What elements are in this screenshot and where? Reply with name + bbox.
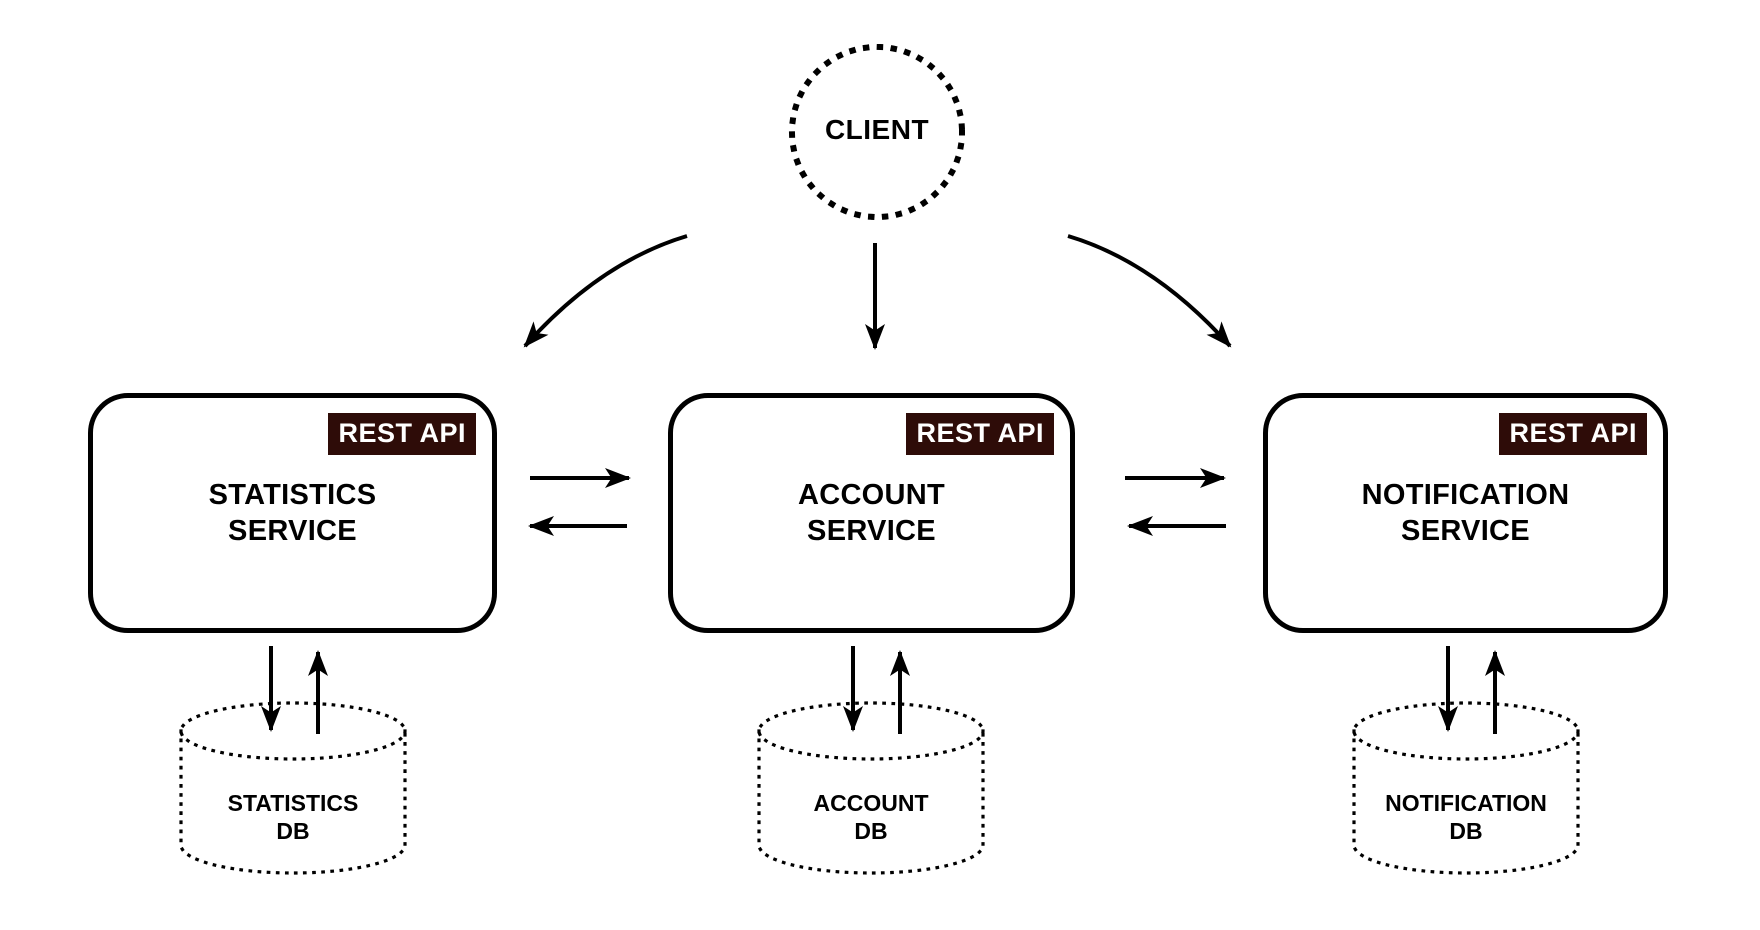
rest-api-badge-notification: REST API: [1499, 413, 1647, 455]
account-db-cylinder: [757, 701, 985, 875]
db-label-statistics: STATISTICS DB: [143, 789, 443, 845]
db-label-line: DB: [854, 818, 888, 844]
db-label-account: ACCOUNT DB: [721, 789, 1021, 845]
service-title-line: ACCOUNT: [797, 479, 946, 511]
db-label-line: STATISTICS: [227, 790, 359, 816]
service-box-account: REST API ACCOUNT SERVICE: [668, 393, 1075, 633]
client-circle-outline: [789, 44, 965, 220]
rest-api-badge-statistics: REST API: [328, 413, 476, 455]
db-label-line: DB: [1449, 818, 1483, 844]
service-title-notification: NOTIFICATION SERVICE: [1362, 477, 1570, 549]
service-title-line: SERVICE: [1401, 515, 1530, 547]
service-title-statistics: STATISTICS SERVICE: [209, 477, 377, 549]
db-label-line: ACCOUNT: [813, 790, 929, 816]
service-title-line: NOTIFICATION: [1361, 479, 1570, 511]
notification-db-cylinder: [1352, 701, 1580, 875]
arrow-client-to-notification: [1067, 234, 1232, 348]
service-box-notification: REST API NOTIFICATION SERVICE: [1263, 393, 1668, 633]
db-label-line: DB: [276, 818, 310, 844]
service-title-line: STATISTICS: [208, 479, 377, 511]
service-title-line: SERVICE: [228, 515, 357, 547]
rest-api-badge-account: REST API: [906, 413, 1054, 455]
service-title-account: ACCOUNT SERVICE: [798, 477, 945, 549]
arrow-client-to-statistics: [523, 234, 688, 348]
service-title-line: SERVICE: [807, 515, 936, 547]
statistics-db-cylinder: [179, 701, 407, 875]
service-box-statistics: REST API STATISTICS SERVICE: [88, 393, 497, 633]
client-node-label: CLIENT: [824, 114, 930, 145]
db-label-line: NOTIFICATION: [1385, 790, 1547, 816]
db-label-notification: NOTIFICATION DB: [1316, 789, 1616, 845]
